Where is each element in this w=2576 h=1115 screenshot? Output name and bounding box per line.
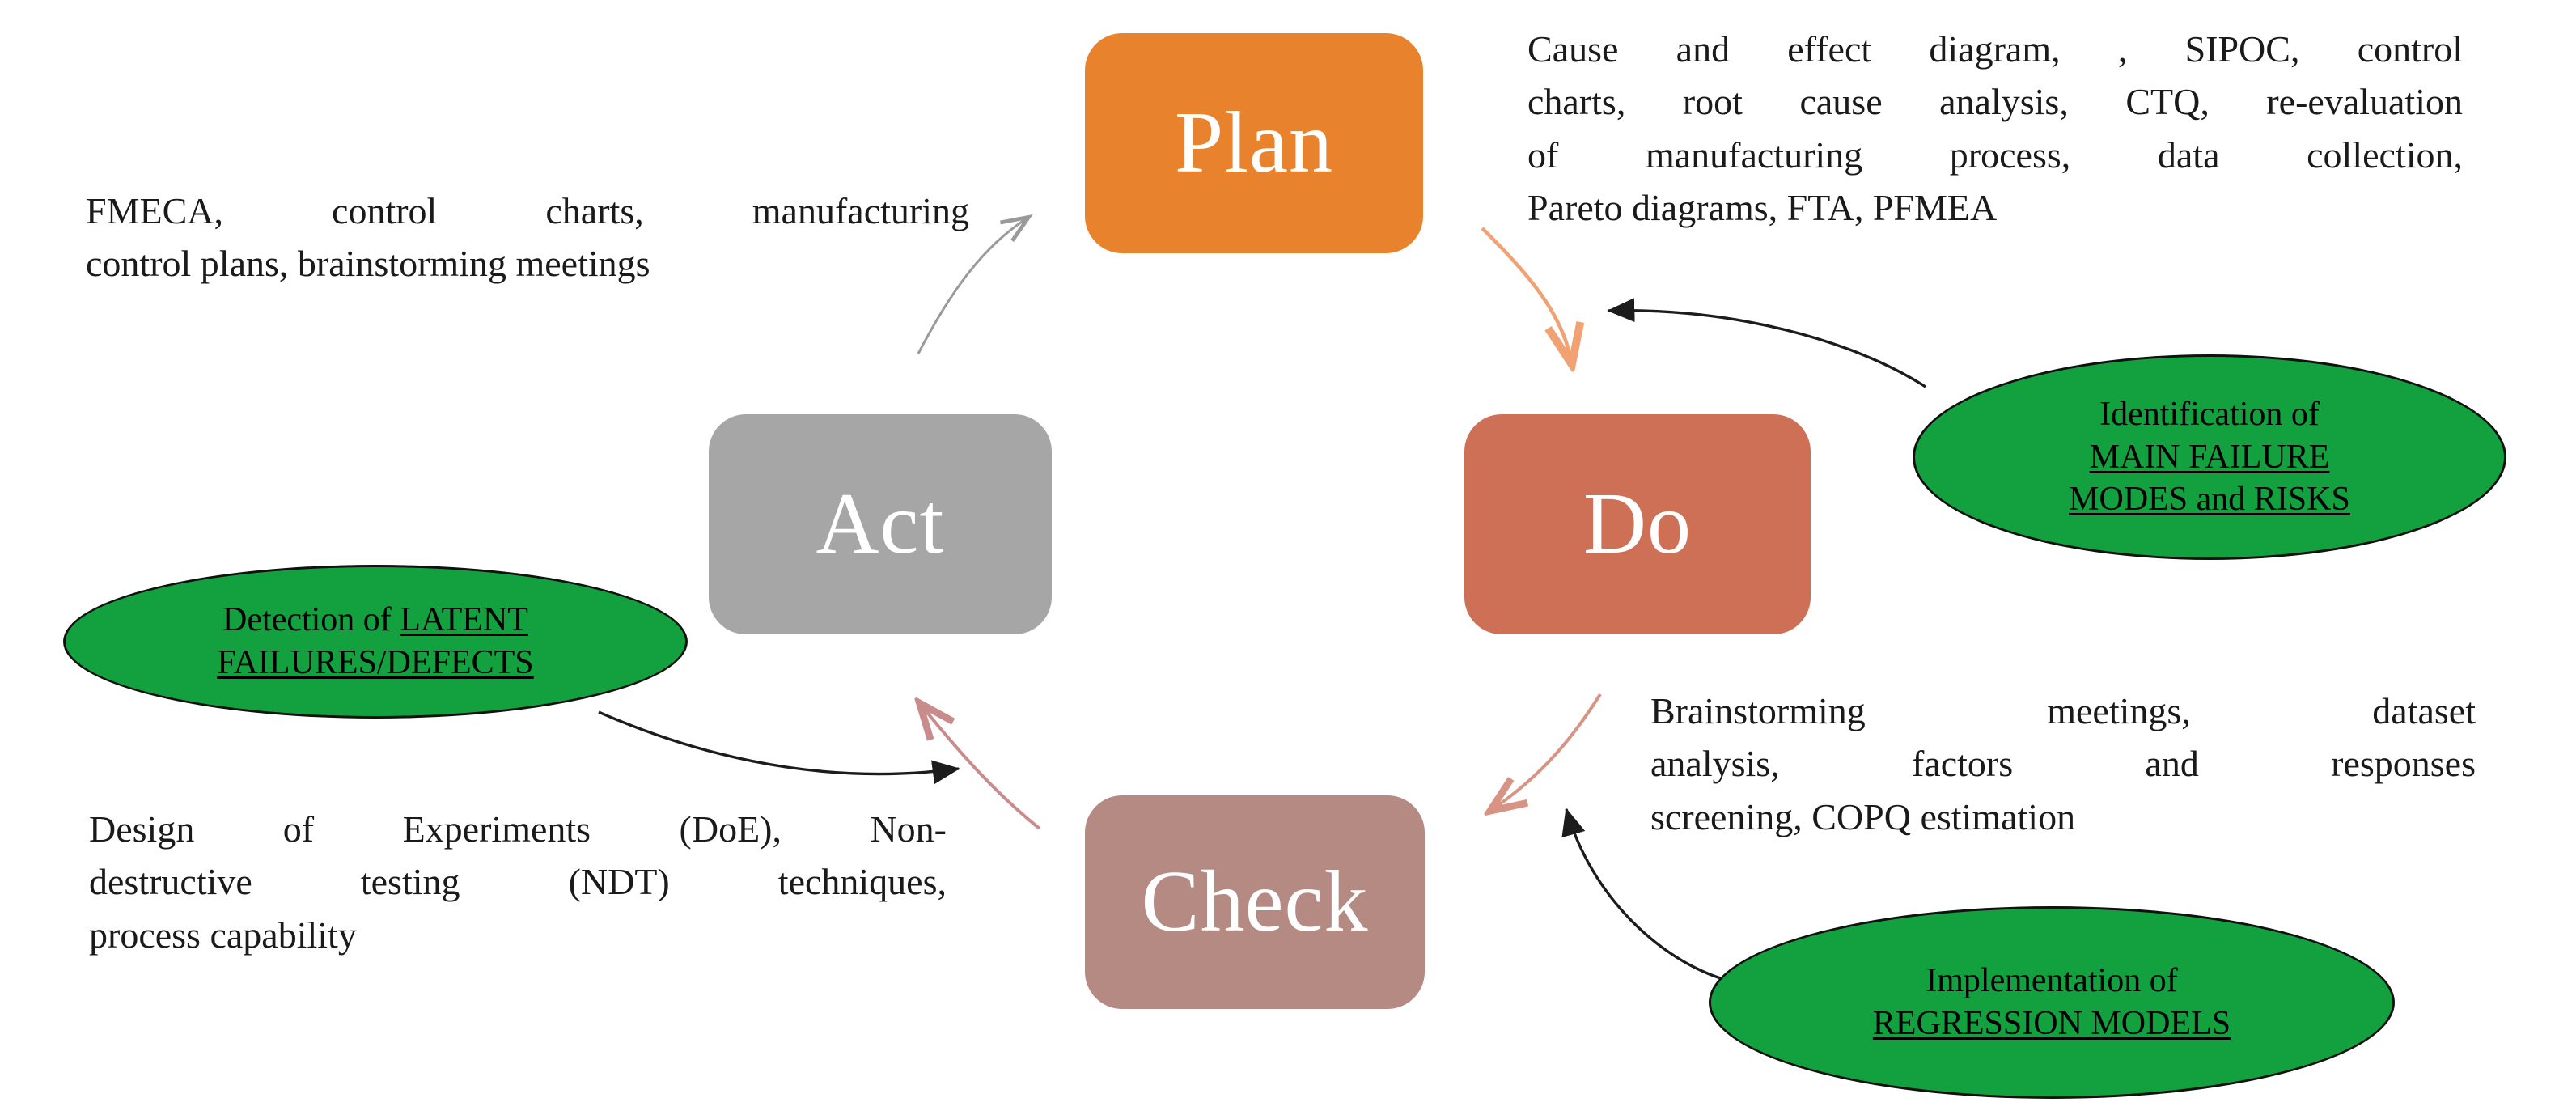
note-act-line-1: FMECA, control charts, manufacturing <box>86 190 969 231</box>
outcome-ellipse-regression-models[interactable]: Implementation of REGRESSION MODELS <box>1709 906 2395 1099</box>
arrow-do-to-check <box>1493 693 1602 809</box>
outcome-latent-keyword: LATENT <box>400 601 528 639</box>
outcome-ellipse-latent-failures[interactable]: Detection of LATENT FAILURES/DEFECTS <box>63 565 688 719</box>
stage-box-act[interactable]: Act <box>709 414 1052 634</box>
stage-label-act: Act <box>816 476 945 572</box>
note-plan-tools: Cause and effect diagram, , SIPOC, contr… <box>1527 23 2463 234</box>
outcome-failure-modes-line-3: MODES and RISKS <box>2069 481 2350 519</box>
note-plan-line-2: charts, root cause analysis, CTQ, re-eva… <box>1527 81 2463 123</box>
outcome-failure-modes-line-2: MAIN FAILURE <box>2089 438 2330 476</box>
note-act-line-2: control plans, brainstorming meetings <box>86 243 650 285</box>
stage-box-check[interactable]: Check <box>1085 795 1425 1009</box>
outcome-latent-line-2: FAILURES/DEFECTS <box>217 644 534 681</box>
outcome-latent-line-1: Detection of LATENT <box>222 599 528 642</box>
note-do-line-1: Design of Experiments (DoE), Non- <box>89 808 947 850</box>
note-plan-line-3: of manufacturing process, data collectio… <box>1527 134 2463 176</box>
stage-box-plan[interactable]: Plan <box>1085 33 1423 253</box>
stage-label-check: Check <box>1141 854 1369 950</box>
note-check-line-3: screening, COPQ estimation <box>1650 795 2076 837</box>
outcome-ellipse-main-failure-modes[interactable]: Identification of MAIN FAILURE MODES and… <box>1913 354 2506 560</box>
note-do-tools: Design of Experiments (DoE), Non- destru… <box>89 803 947 961</box>
note-plan-line-4: Pareto diagrams, FTA, PFMEA <box>1527 186 1998 228</box>
outcome-regression-line-2: REGRESSION MODELS <box>1872 1005 2231 1042</box>
stage-label-plan: Plan <box>1174 95 1333 191</box>
outcome-latent-prefix: Detection of <box>222 601 400 639</box>
note-check-tools: Brainstorming meetings, dataset analysis… <box>1650 685 2476 843</box>
note-plan-line-1: Cause and effect diagram, , SIPOC, contr… <box>1527 28 2463 70</box>
stage-label-do: Do <box>1583 476 1692 572</box>
connector-failure-modes-to-plan-do-arrow <box>1607 298 1926 388</box>
note-check-line-2: analysis, factors and responses <box>1650 743 2476 785</box>
stage-box-do[interactable]: Do <box>1464 414 1811 634</box>
note-act-tools: FMECA, control charts, manufacturing con… <box>86 184 969 290</box>
note-do-line-2: destructive testing (NDT) techniques, <box>89 861 947 903</box>
connector-latent-to-check-act-arrow <box>598 710 960 785</box>
note-check-line-1: Brainstorming meetings, dataset <box>1650 690 2476 731</box>
arrow-plan-to-do <box>1481 227 1571 361</box>
outcome-regression-line-1: Implementation of <box>1926 962 2178 1000</box>
outcome-failure-modes-line-1: Identification of <box>2099 395 2320 433</box>
note-do-line-3: process capability <box>89 914 357 956</box>
